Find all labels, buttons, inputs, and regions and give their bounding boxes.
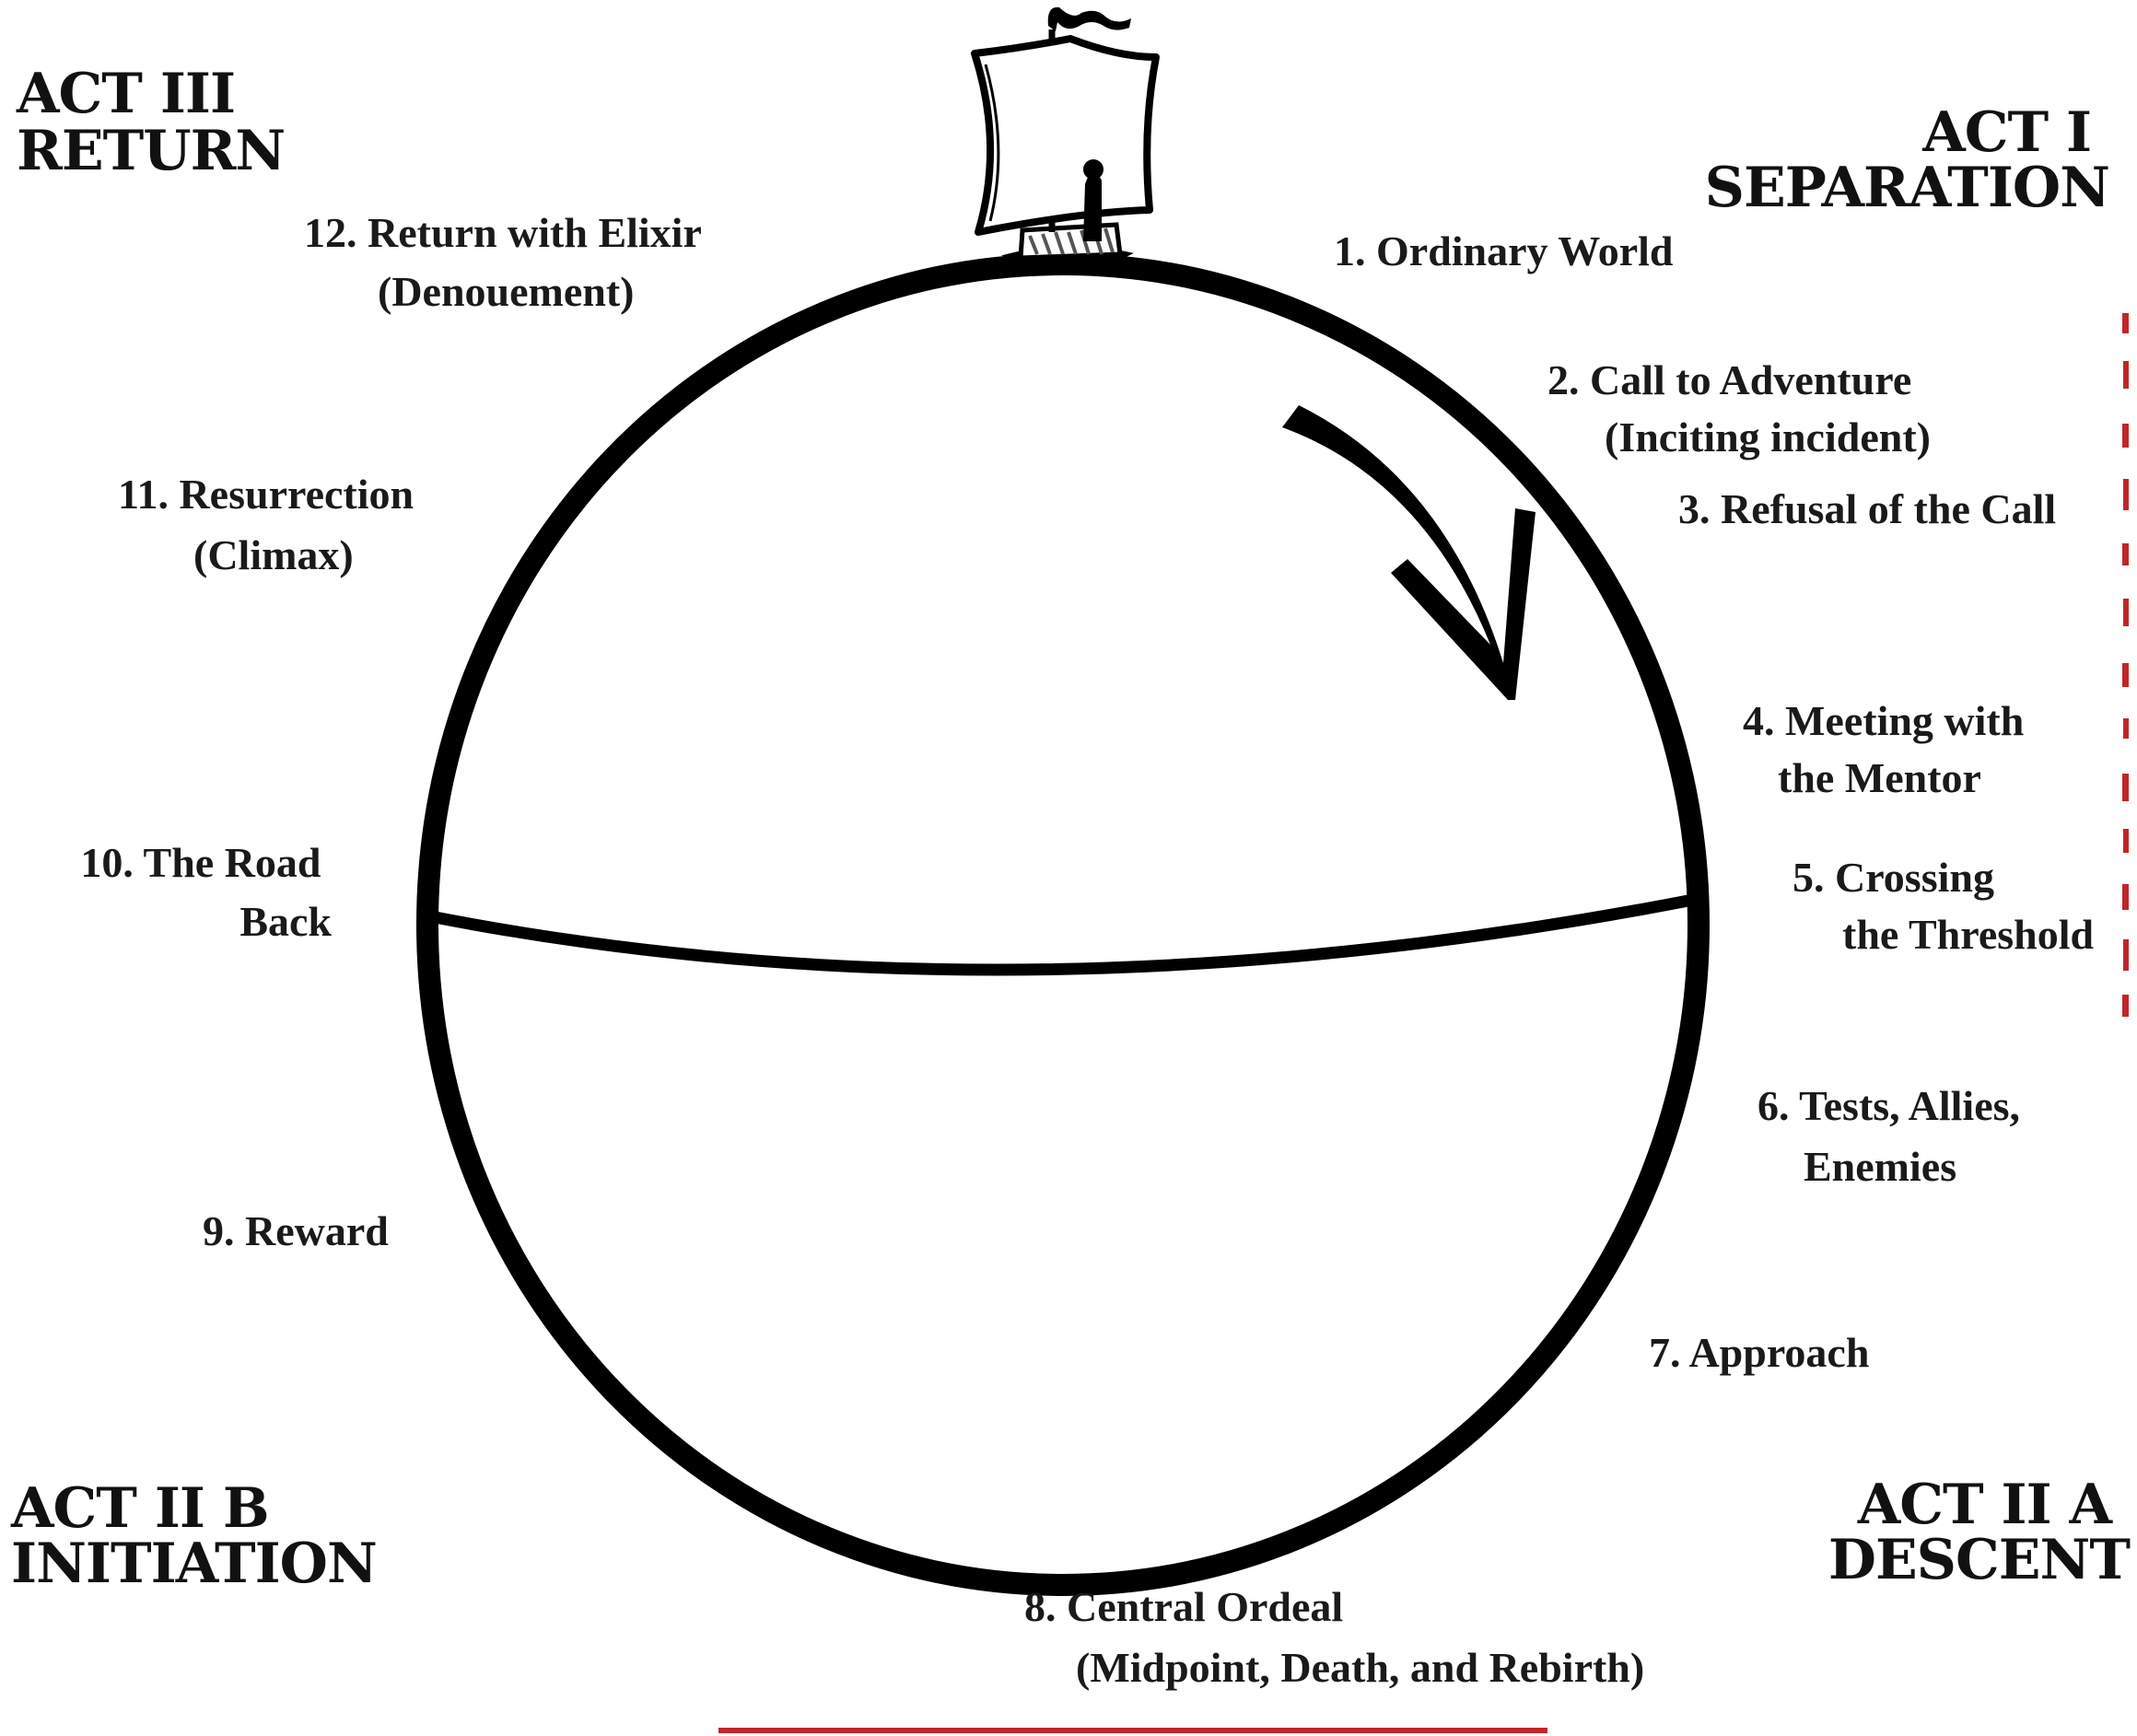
sailing-ship-icon xyxy=(975,7,1156,261)
stage-12-label: 12. Return with Elixir (Denouement) xyxy=(304,209,712,315)
stage-6-label: 6. Tests, Allies, Enemies xyxy=(1757,1082,2031,1190)
act-3-label: ACT III RETURN xyxy=(16,62,285,183)
stage-10-label: 10. The Road Back xyxy=(80,839,332,945)
act-1-label: ACT I SEPARATION xyxy=(1705,100,2109,220)
threshold-horizon-line xyxy=(426,900,1693,970)
act-2b-label: ACT II B INITIATION xyxy=(10,1476,377,1596)
stage-9-label: 9. Reward xyxy=(203,1207,389,1254)
stage-11-label: 11. Resurrection (Climax) xyxy=(118,471,425,578)
stage-2-label: 2. Call to Adventure (Inciting incident) xyxy=(1547,356,1931,460)
stage-4-label: 4. Meeting with the Mentor xyxy=(1743,697,2035,801)
stage-7-label: 7. Approach xyxy=(1649,1329,1869,1376)
journey-circle xyxy=(427,264,1699,1585)
stage-3-label: 3. Refusal of the Call xyxy=(1678,485,2056,532)
stage-8-label: 8. Central Ordeal (Midpoint, Death, and … xyxy=(1024,1583,1644,1691)
act-2a-label: ACT II A DESCENT xyxy=(1828,1473,2131,1592)
stage-5-label: 5. Crossing the Threshold xyxy=(1793,854,2095,958)
stage-1-label: 1. Ordinary World xyxy=(1334,227,1674,274)
